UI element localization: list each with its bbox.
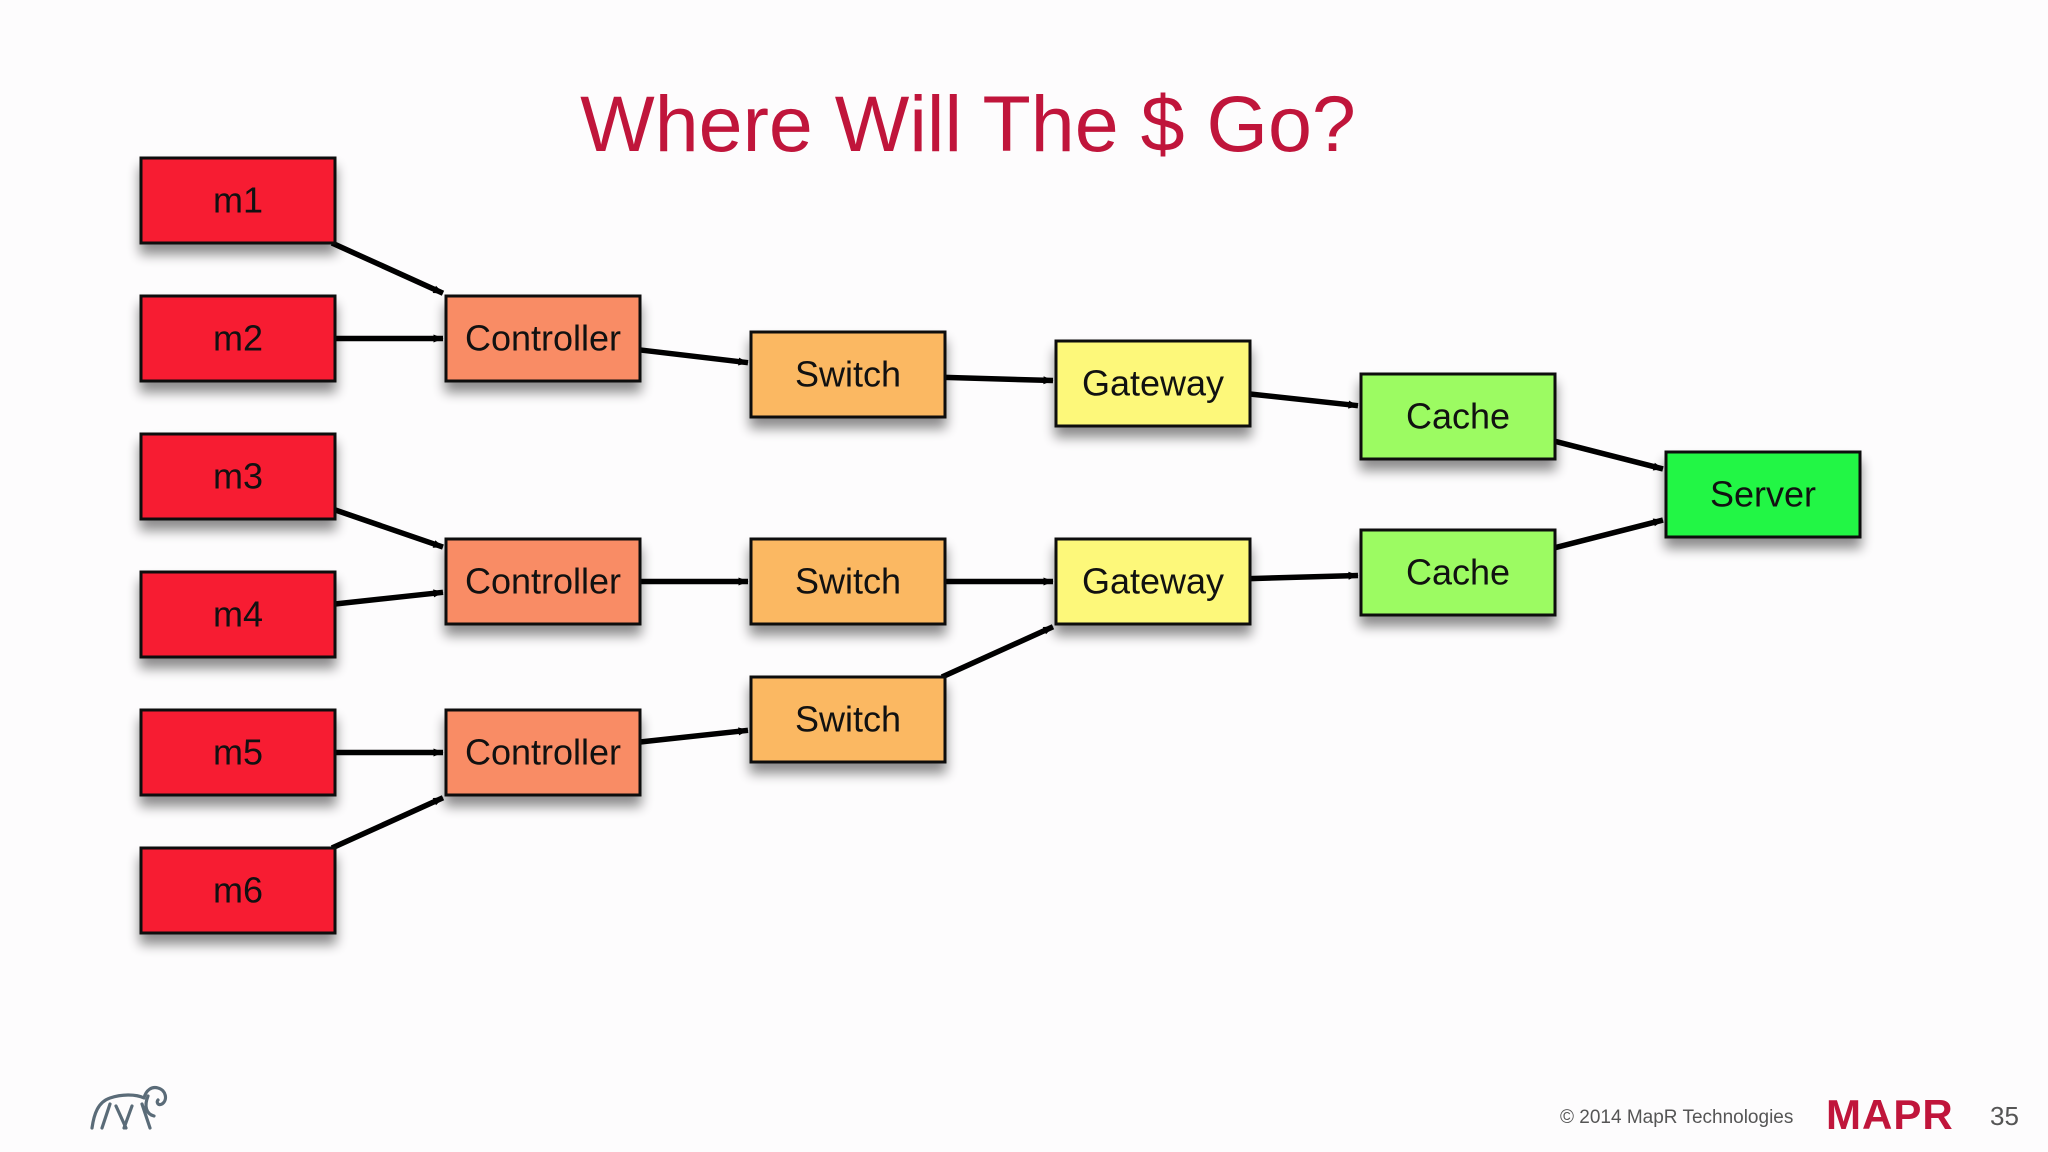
node-label-g2: Gateway <box>1082 561 1224 602</box>
mapr-brand-logo: MAPR <box>1826 1091 1954 1138</box>
node-box-sv <box>1664 450 1862 539</box>
node-m4: m4 <box>139 570 337 659</box>
node-label-c1: Controller <box>465 318 621 359</box>
node-label-m2: m2 <box>213 318 263 359</box>
node-m3: m3 <box>139 432 337 521</box>
node-box-s2 <box>749 537 947 626</box>
edge-m4-to-c2 <box>334 589 444 607</box>
node-m6: m6 <box>139 846 337 935</box>
node-label-k1: Cache <box>1406 396 1510 437</box>
edge-g1-to-k1 <box>1249 391 1359 409</box>
node-label-k2: Cache <box>1406 552 1510 593</box>
edge-c3-to-s3 <box>639 727 749 745</box>
node-box-m2 <box>139 294 337 383</box>
node-box-m6 <box>139 846 337 935</box>
node-box-c1 <box>444 294 642 383</box>
edge-s3-to-g2 <box>940 624 1055 680</box>
node-label-m6: m6 <box>213 870 263 911</box>
node-box-k2 <box>1359 528 1557 617</box>
node-m1: m1 <box>139 156 337 245</box>
node-label-c3: Controller <box>465 732 621 773</box>
node-m5: m5 <box>139 708 337 797</box>
page-number: 35 <box>1990 1101 2019 1131</box>
edge-m6-to-c3 <box>330 795 445 851</box>
node-label-s1: Switch <box>795 354 901 395</box>
node-box-m3 <box>139 432 337 521</box>
node-box-s1 <box>749 330 947 419</box>
node-label-g1: Gateway <box>1082 363 1224 404</box>
node-box-m5 <box>139 708 337 797</box>
node-c1: Controller <box>444 294 642 383</box>
node-label-c2: Controller <box>465 561 621 602</box>
node-s2: Switch <box>749 537 947 626</box>
node-label-m3: m3 <box>213 456 263 497</box>
footer-copyright: © 2014 MapR Technologies <box>1560 1107 1794 1128</box>
node-label-m4: m4 <box>213 594 263 635</box>
node-box-c3 <box>444 708 642 797</box>
edge-s1-to-g1 <box>944 374 1054 385</box>
node-k2: Cache <box>1359 528 1557 617</box>
edge-c1-to-s1 <box>639 347 749 366</box>
edge-k2-to-sv <box>1554 517 1664 551</box>
node-g2: Gateway <box>1054 537 1252 626</box>
edges-layer <box>330 240 1664 851</box>
edge-g2-to-k2 <box>1249 571 1359 582</box>
node-m2: m2 <box>139 294 337 383</box>
node-c2: Controller <box>444 537 642 626</box>
node-k1: Cache <box>1359 372 1557 461</box>
node-box-k1 <box>1359 372 1557 461</box>
node-box-c2 <box>444 537 642 626</box>
node-box-s3 <box>749 675 947 764</box>
node-label-m1: m1 <box>213 180 263 221</box>
node-c3: Controller <box>444 708 642 797</box>
node-label-s3: Switch <box>795 699 901 740</box>
node-label-s2: Switch <box>795 561 901 602</box>
node-label-m5: m5 <box>213 732 263 773</box>
node-box-m1 <box>139 156 337 245</box>
node-s3: Switch <box>749 675 947 764</box>
node-label-sv: Server <box>1710 474 1816 515</box>
slide-title: Where Will The $ Go? <box>580 79 1356 168</box>
node-box-g2 <box>1054 537 1252 626</box>
node-box-m4 <box>139 570 337 659</box>
edge-m3-to-c2 <box>334 507 444 550</box>
edge-k1-to-sv <box>1554 438 1664 472</box>
edge-m1-to-c1 <box>330 240 445 296</box>
node-box-g1 <box>1054 339 1252 428</box>
node-s1: Switch <box>749 330 947 419</box>
node-g1: Gateway <box>1054 339 1252 428</box>
node-sv: Server <box>1664 450 1862 539</box>
nodes-layer: m1m2m3m4m5m6ControllerControllerControll… <box>139 156 1862 935</box>
mapr-elephant-logo-icon <box>86 1080 170 1135</box>
